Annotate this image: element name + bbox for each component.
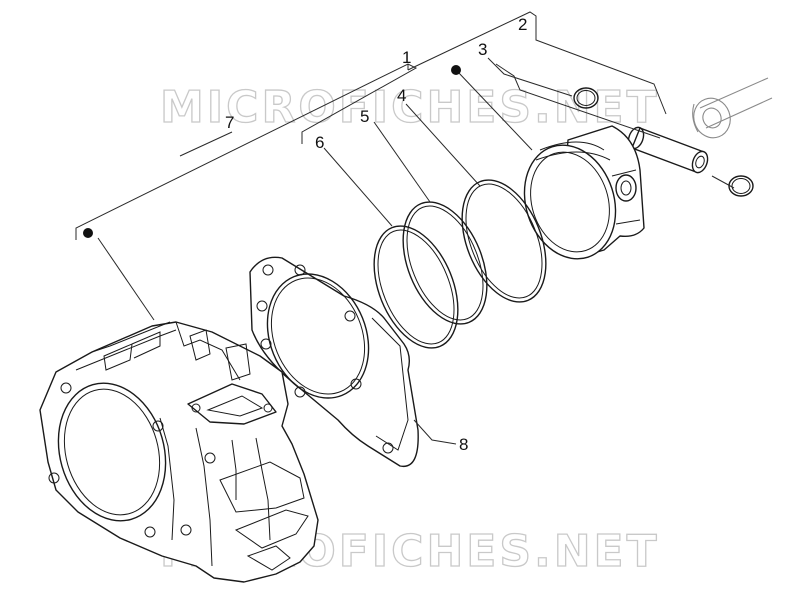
callout-5: 5 xyxy=(360,107,369,126)
callout-7: 7 xyxy=(225,113,234,132)
callout-4: 4 xyxy=(397,86,406,105)
piston-pin-drawing xyxy=(627,126,709,174)
cylinder-drawing xyxy=(39,321,319,583)
callout-3: 3 xyxy=(478,40,487,59)
piston-drawing xyxy=(523,125,645,260)
ring-6-drawing xyxy=(373,225,459,349)
kit-marker-dot-cylinder xyxy=(83,228,93,238)
callout-2: 2 xyxy=(518,15,527,34)
circlip-upper-drawing xyxy=(573,87,599,109)
base-gasket-drawing xyxy=(249,256,419,468)
bracket-kit-1 xyxy=(75,63,418,240)
ring-4-drawing xyxy=(461,179,547,303)
ring-5-drawing xyxy=(402,201,488,325)
callout-1: 1 xyxy=(402,48,411,67)
kit-marker-dot-piston xyxy=(451,65,461,75)
leader-lines xyxy=(97,57,735,445)
callout-8: 8 xyxy=(459,435,468,454)
connecting-rod-drawing xyxy=(692,77,773,139)
circlip-lower-drawing xyxy=(728,175,754,197)
bracket-kit-2 xyxy=(407,11,667,115)
callout-6: 6 xyxy=(315,133,324,152)
watermark-top: MICROFICHES.NET xyxy=(160,82,660,133)
